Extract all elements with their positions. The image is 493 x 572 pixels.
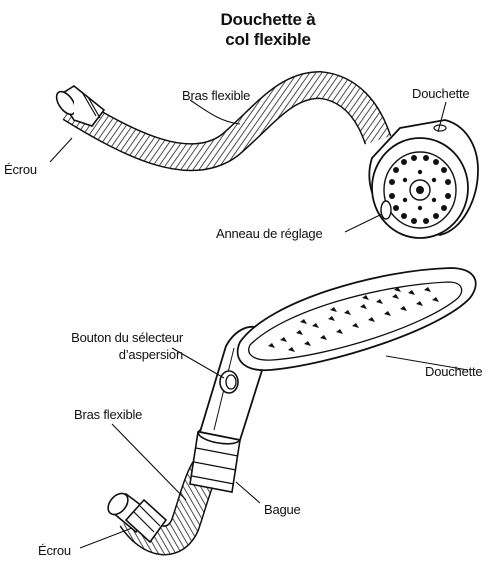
top-adjusting-ring <box>381 201 391 219</box>
top-shower-head <box>369 120 478 238</box>
bottom-selector-label-line2: d’aspersion <box>38 347 183 362</box>
top-head-label: Douchette <box>412 86 469 101</box>
bottom-nut-label: Écrou <box>38 543 71 558</box>
top-nut <box>53 86 104 126</box>
top-nut-label: Écrou <box>4 162 37 177</box>
bottom-selector-button <box>220 371 238 393</box>
top-shower-diagram <box>50 85 478 238</box>
bottom-selector-label-line1: Bouton du sélecteur <box>38 330 183 345</box>
bottom-shower-head <box>238 268 476 370</box>
bottom-arm-label: Bras flexible <box>74 407 142 422</box>
top-arm-label: Bras flexible <box>182 88 250 103</box>
bottom-head-label: Douchette <box>425 364 482 379</box>
top-ring-label: Anneau de réglage <box>216 226 322 241</box>
bottom-collar-label: Bague <box>264 502 301 517</box>
